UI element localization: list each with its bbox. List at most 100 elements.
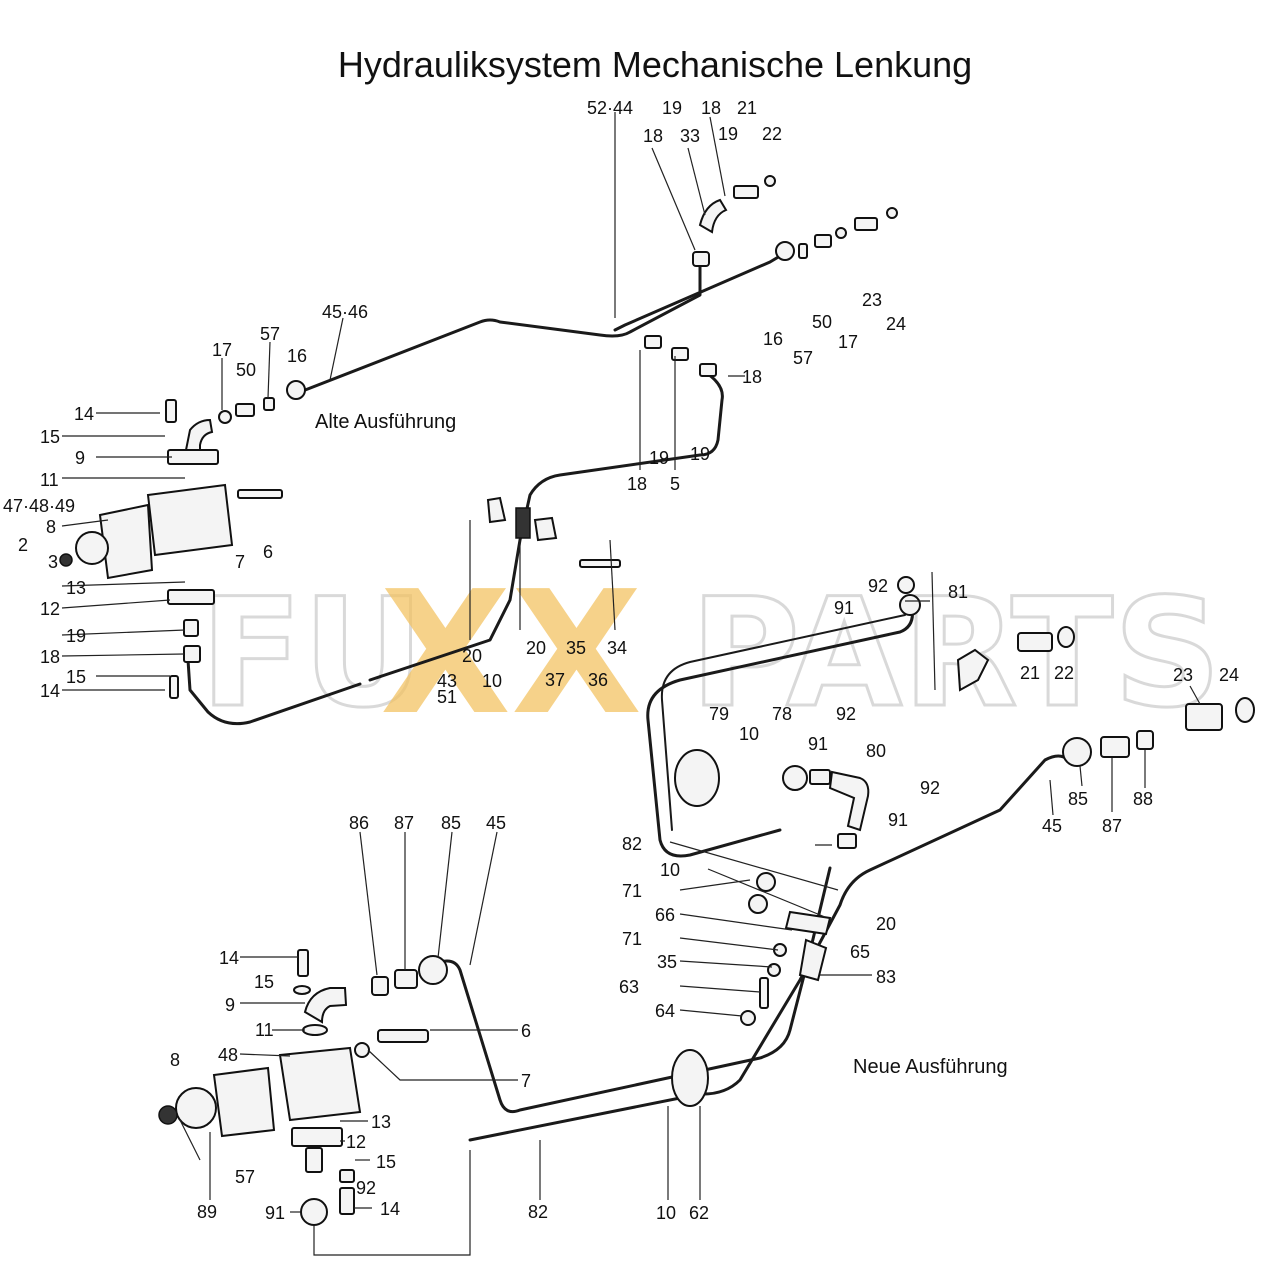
bolt-63 (759, 977, 769, 1009)
part-label: 92 (868, 576, 888, 596)
old-version-assembly (59, 175, 898, 726)
pump-body-new (278, 1046, 362, 1122)
part-label: 66 (655, 905, 675, 925)
pipe-43-51 (368, 370, 724, 682)
washer-24-new (1235, 697, 1255, 723)
pipe-82-new (438, 866, 832, 1114)
clamp-79 (674, 749, 720, 807)
bracket-34 (533, 516, 558, 542)
part-label: 34 (607, 638, 627, 658)
part-label: 10 (656, 1203, 676, 1223)
part-label: 37 (545, 670, 565, 690)
ring-17-left (218, 410, 232, 424)
part-label: 57 (260, 324, 280, 344)
part-label: 64 (655, 1001, 675, 1021)
part-label: 52·44 (587, 98, 633, 118)
part-label: 92 (836, 704, 856, 724)
part-label: 11 (40, 470, 59, 490)
part-label: 62 (689, 1203, 709, 1223)
part-label: 45 (486, 813, 506, 833)
part-label: 11 (255, 1020, 274, 1040)
nut-92-top (897, 576, 915, 594)
new-version-assembly (158, 576, 1255, 1226)
part-label: 7 (235, 552, 245, 572)
part-label: 6 (521, 1021, 531, 1041)
part-label: 92 (920, 778, 940, 798)
part-label: 91 (888, 810, 908, 830)
bolt-6-new (377, 1029, 429, 1043)
watermark: FU XX PARTS (199, 555, 1223, 753)
part-label: 82 (622, 834, 642, 854)
part-label: 24 (886, 314, 906, 334)
pipe-upper-loop-inner (660, 614, 906, 831)
pipe-45-46 (298, 258, 702, 394)
ring-57-left (263, 397, 275, 411)
part-label: 9 (75, 448, 85, 468)
part-label: 21 (1020, 663, 1040, 683)
part-label: 35 (566, 638, 586, 658)
part-label: 8 (170, 1050, 180, 1070)
washer-22-top (764, 175, 776, 187)
fitting-19-old (183, 619, 199, 637)
part-label: 24 (1219, 665, 1239, 685)
elbow-33 (698, 198, 728, 234)
part-label: 91 (265, 1203, 285, 1223)
ring-86-left (371, 976, 389, 996)
part-label: 13 (66, 578, 86, 598)
plate-12-old (167, 589, 215, 605)
part-label: 81 (948, 582, 968, 602)
part-label: 14 (74, 404, 94, 424)
nut-16-right (775, 241, 795, 261)
ring-17-right (835, 227, 847, 239)
part-label: 57 (793, 348, 813, 368)
part-label: 63 (619, 977, 639, 997)
pipe-43-51-lower (186, 658, 362, 726)
nut-89-new (158, 1105, 178, 1125)
washer-24-right (886, 207, 898, 219)
clamp-10-new (671, 1049, 709, 1107)
gear-2-old (75, 531, 109, 565)
flange-8-new (212, 1066, 276, 1138)
fitting-5 (644, 335, 662, 349)
note-old-version: Alte Ausführung (315, 411, 456, 433)
part-label: 57 (235, 1167, 255, 1187)
flange-8-old (98, 503, 154, 580)
part-label: 10 (739, 724, 759, 744)
bolt-14-new-bottom (339, 1187, 355, 1215)
part-label: 8 (46, 517, 56, 537)
part-label: 18 (701, 98, 721, 118)
part-label: 85 (441, 813, 461, 833)
part-label: 78 (772, 704, 792, 724)
sleeve-87-left (394, 969, 418, 989)
part-label: 20 (876, 914, 896, 934)
part-label: 19 (649, 448, 669, 468)
watermark-right: PARTS (690, 567, 1221, 741)
part-label: 20 (462, 646, 482, 666)
watermark-left: FU (200, 567, 424, 741)
part-label: 22 (762, 124, 782, 144)
fitting-19-mid (671, 347, 689, 361)
nut-3-old (59, 553, 73, 567)
part-label: 18 (40, 647, 60, 667)
washer-35-new (767, 963, 781, 977)
nut-91-top (899, 594, 921, 616)
page-title: Hydrauliksystem Mechanische Lenkung (337, 44, 973, 85)
fitting-92-new (809, 769, 831, 785)
part-label: 50 (236, 360, 256, 380)
part-label: 87 (1102, 816, 1122, 836)
part-label: 19 (662, 98, 682, 118)
part-label: 21 (737, 98, 757, 118)
part-label: 48 (218, 1045, 238, 1065)
bolt-36 (579, 559, 621, 568)
part-label: 83 (876, 967, 896, 987)
nut-85-new (1062, 737, 1092, 767)
part-label: 89 (197, 1202, 217, 1222)
part-label: 17 (212, 340, 232, 360)
part-label: 36 (588, 670, 608, 690)
part-label: 6 (263, 542, 273, 562)
fitting-23-new (1185, 703, 1223, 731)
sleeve-87-new (1100, 736, 1130, 758)
part-label: 12 (346, 1132, 366, 1152)
eye-64 (740, 1010, 756, 1026)
